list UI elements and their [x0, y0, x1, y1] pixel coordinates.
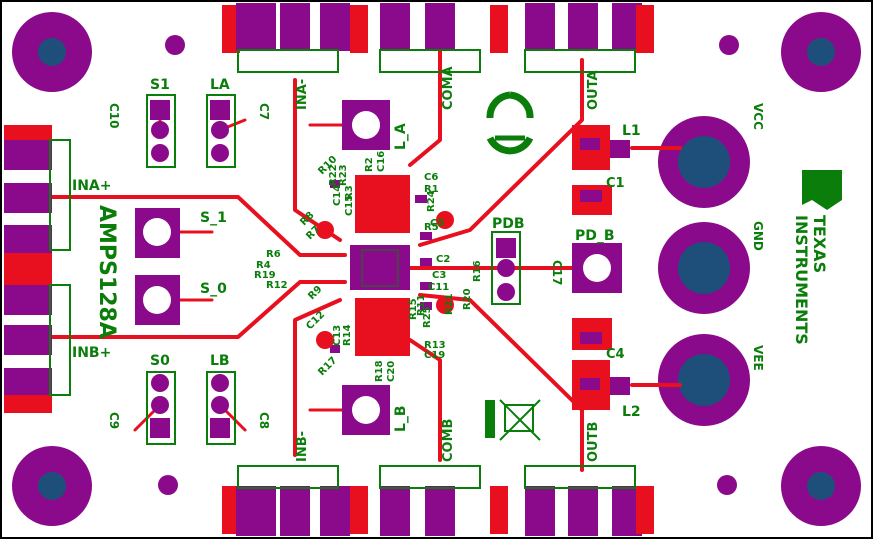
l2-label: L2 — [622, 404, 641, 420]
via — [719, 35, 739, 55]
refdes-label: C20 — [386, 361, 397, 382]
left-sma-connectors — [4, 125, 71, 413]
test-point-s-0[interactable] — [135, 275, 180, 325]
pdb-label: PDB — [492, 216, 525, 232]
refdes-label: R5 — [424, 222, 439, 233]
mounting-hole-tr — [781, 12, 861, 92]
refdes-label: R20 — [462, 288, 473, 310]
coma-label: COMA — [441, 66, 456, 110]
jumper-la[interactable] — [206, 94, 236, 168]
weee-icon — [485, 399, 541, 441]
refdes-label: C2 — [436, 254, 450, 265]
refdes-label: C6 — [424, 172, 438, 183]
refdes-label: R21 — [444, 293, 455, 315]
la-label: LA — [210, 77, 230, 93]
refdes-label: R19 — [254, 270, 276, 281]
gnd-terminal — [658, 222, 750, 314]
jumper-s0[interactable] — [146, 371, 176, 445]
ina-plus-label: INA+ — [72, 178, 112, 194]
refdes-label: R2 — [364, 157, 375, 172]
c1-label: C1 — [606, 176, 625, 191]
refdes-label: C3 — [432, 270, 446, 281]
vee-terminal — [658, 334, 750, 426]
refdes-label: R11 — [416, 294, 427, 316]
comb-label: COMB — [441, 419, 456, 462]
refdes-label: R24 — [426, 190, 437, 212]
refdes-label: C5 — [430, 218, 444, 229]
vcc-terminal — [658, 116, 750, 208]
c4-label: C4 — [606, 347, 625, 362]
via — [158, 475, 178, 495]
brand-line-2: INSTRUMENTS — [792, 215, 811, 345]
refdes-label: C15 — [344, 195, 355, 216]
s-1-label: S_1 — [200, 210, 227, 226]
jumper-lb[interactable] — [206, 371, 236, 445]
top-sma-connectors — [222, 3, 654, 73]
l1-label: L1 — [622, 123, 641, 139]
vee-label: VEE — [751, 345, 765, 371]
via — [165, 35, 185, 55]
l-a-label: L_A — [393, 123, 409, 150]
inb-minus-label: INB- — [295, 431, 310, 462]
refdes-label: R3 — [344, 185, 355, 200]
refdes-label: C19 — [424, 350, 445, 361]
pd-b-label: PD_B — [575, 228, 615, 244]
refdes-label: R23 — [338, 164, 349, 186]
c8-label: C8 — [257, 412, 271, 429]
central-ic-area — [316, 175, 454, 356]
s0-label: S0 — [150, 353, 170, 369]
test-point-s-1[interactable] — [135, 208, 180, 258]
inb-plus-label: INB+ — [72, 345, 111, 361]
l-b-label: L_B — [393, 405, 409, 432]
refdes-label: R25 — [422, 306, 433, 328]
test-point-l-a[interactable] — [342, 100, 390, 150]
gnd-label: GND — [751, 221, 765, 251]
refdes-label: R22 — [328, 164, 339, 186]
jumper-pdb[interactable] — [491, 231, 521, 305]
refdes-label: C16 — [376, 151, 387, 172]
jumper-s1[interactable] — [146, 94, 176, 168]
refdes-label: R13 — [424, 340, 446, 351]
refdes-label: R1 — [424, 184, 439, 195]
mounting-hole-tl — [12, 12, 92, 92]
refdes-label: R16 — [472, 260, 483, 282]
mounting-hole-br — [781, 446, 861, 526]
refdes-label: R6 — [266, 249, 281, 260]
s1-label: S1 — [150, 77, 170, 93]
c7-label: C7 — [257, 103, 271, 120]
brand-line-1: TEXAS — [810, 215, 829, 273]
c10-label: C10 — [107, 103, 121, 129]
refdes-label: R4 — [256, 260, 271, 271]
refdes-label: C13 — [332, 325, 343, 346]
lb-label: LB — [210, 353, 230, 369]
s-0-label: S_0 — [200, 281, 227, 297]
refdes-label: R15 — [408, 298, 419, 320]
mounting-hole-bl — [12, 446, 92, 526]
polarity-mark — [486, 91, 534, 155]
texas-instruments-logo — [802, 170, 842, 210]
c17-label: C17 — [550, 260, 564, 286]
refdes-label: R18 — [374, 360, 385, 382]
test-point-l-b[interactable] — [342, 385, 390, 435]
refdes-label: C11 — [428, 282, 449, 293]
power-components — [572, 125, 630, 410]
ina-minus-label: INA- — [295, 79, 310, 110]
refdes-label: R12 — [266, 280, 288, 291]
c9-label: C9 — [107, 412, 121, 429]
vcc-label: VCC — [751, 103, 765, 130]
refdes-label: R14 — [342, 324, 353, 346]
outb-label: OUTB — [586, 422, 601, 462]
bottom-sma-connectors — [222, 465, 654, 536]
test-point-pd-b[interactable] — [572, 243, 622, 293]
outa-label: OUTA — [586, 70, 601, 110]
via — [717, 475, 737, 495]
refdes-label: C14 — [332, 185, 343, 206]
board-title: AMPS128A — [94, 205, 119, 339]
